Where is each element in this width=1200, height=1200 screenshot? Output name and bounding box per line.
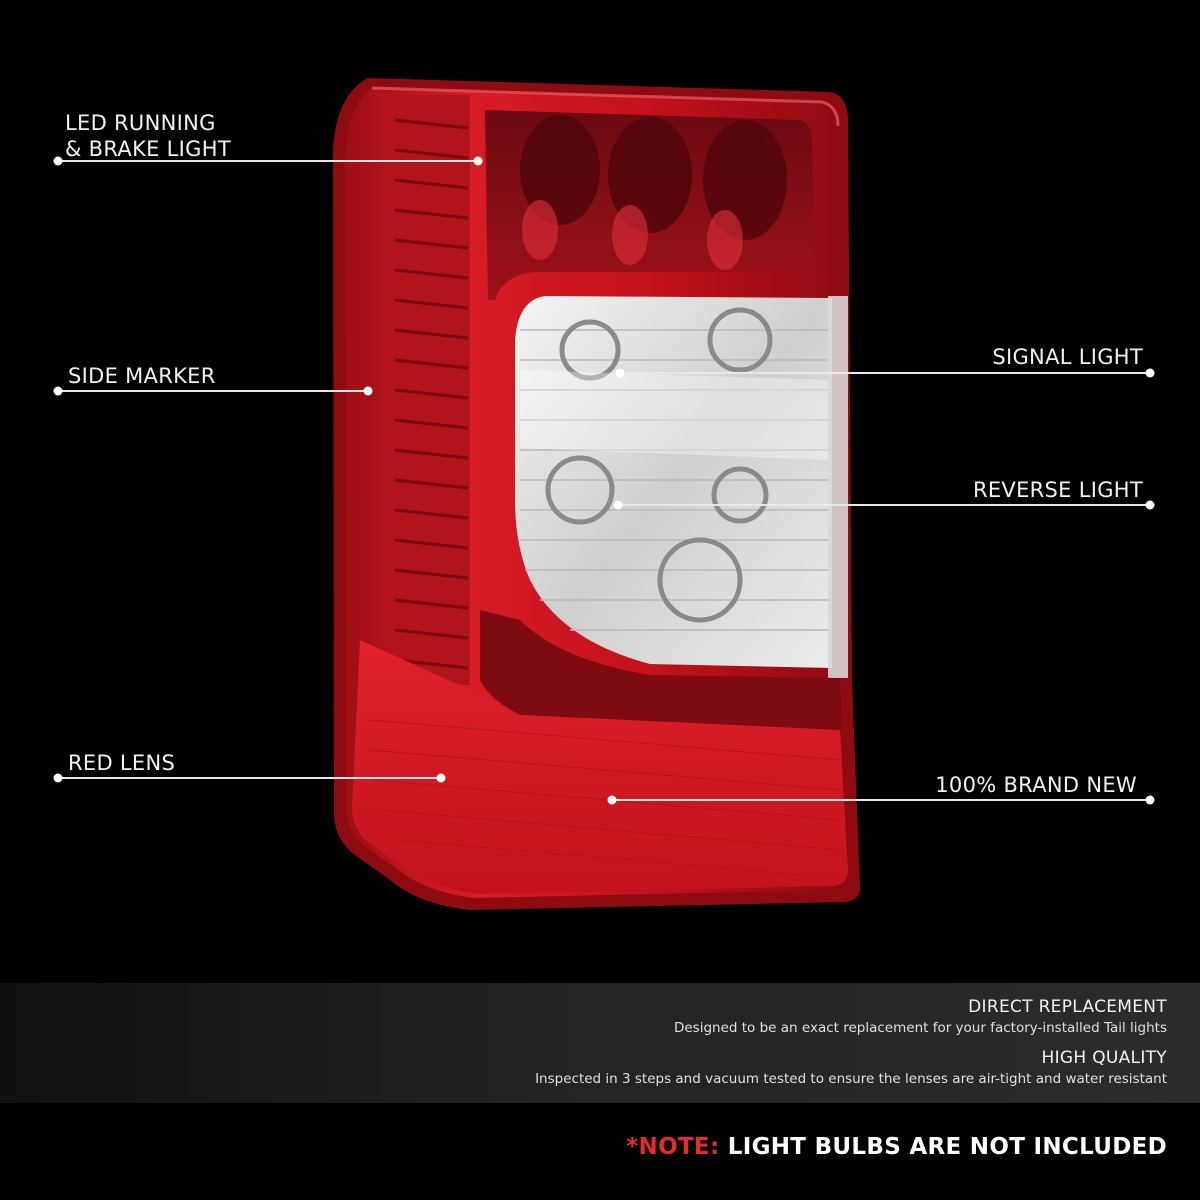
- callout-red-lens-dot-start: [53, 773, 63, 783]
- callout-led-running-dot-start: [53, 156, 63, 166]
- feature-direct-replacement: DIRECT REPLACEMENT Designed to be an exa…: [674, 997, 1167, 1037]
- callout-brand-new-label: 100% BRAND NEW: [935, 773, 1137, 797]
- feature-title: HIGH QUALITY: [1041, 1048, 1167, 1068]
- callout-red-lens-label: RED LENS: [68, 751, 176, 775]
- callout-led-running-dot-end: [473, 156, 483, 166]
- feature-title: DIRECT REPLACEMENT: [968, 997, 1167, 1017]
- callout-reverse-light-label: REVERSE LIGHT: [972, 478, 1143, 502]
- note-prefix: *NOTE:: [626, 1134, 720, 1160]
- callout-signal-light-dot-end: [1145, 368, 1155, 378]
- feature-description: Inspected in 3 steps and vacuum tested t…: [535, 1071, 1167, 1087]
- bulbs-note: *NOTE: LIGHT BULBS ARE NOT INCLUDED: [626, 1134, 1167, 1160]
- feature-high-quality: HIGH QUALITY Inspected in 3 steps and va…: [535, 1048, 1167, 1088]
- callout-signal-light-dot-start: [615, 368, 625, 378]
- callout-side-marker-label: SIDE MARKER: [68, 364, 216, 388]
- callout-led-running-line: [58, 160, 478, 162]
- callout-side-marker-dot-end: [363, 386, 373, 396]
- callout-signal-light-line: [620, 372, 1150, 374]
- callout-red-lens-dot-end: [436, 773, 446, 783]
- red-lens-texture: [369, 719, 843, 879]
- callout-brand-new-line: [612, 799, 1150, 801]
- callout-reverse-light-dot-start: [613, 500, 623, 510]
- features-band: DIRECT REPLACEMENT Designed to be an exa…: [0, 983, 1200, 1103]
- lower-chamber: [480, 610, 842, 730]
- callout-reverse-light-dot-end: [1145, 500, 1155, 510]
- callout-led-running-label: LED RUNNING & BRAKE LIGHT: [65, 111, 231, 161]
- callout-side-marker-dot-start: [53, 386, 63, 396]
- callout-reverse-light-line: [618, 504, 1150, 506]
- housing-highlight: [371, 86, 840, 127]
- note-text: LIGHT BULBS ARE NOT INCLUDED: [727, 1134, 1167, 1160]
- callout-red-lens-line: [58, 777, 441, 779]
- callout-brand-new-dot-end: [1145, 795, 1155, 805]
- feature-description: Designed to be an exact replacement for …: [673, 1020, 1167, 1036]
- callout-brand-new-dot-start: [607, 795, 617, 805]
- tail-light-image: [333, 78, 861, 910]
- callout-side-marker-line: [58, 390, 368, 392]
- red-lens: [352, 640, 848, 894]
- side-clear-strip: [828, 296, 848, 678]
- callout-signal-light-label: SIGNAL LIGHT: [992, 345, 1143, 369]
- reflector-band: [520, 370, 830, 460]
- bulb-sockets: [545, 307, 773, 623]
- clear-lens: [515, 296, 832, 668]
- brake-reflectors: [520, 115, 787, 240]
- brake-highlights: [522, 200, 743, 270]
- led-strip-ribs: [394, 118, 469, 670]
